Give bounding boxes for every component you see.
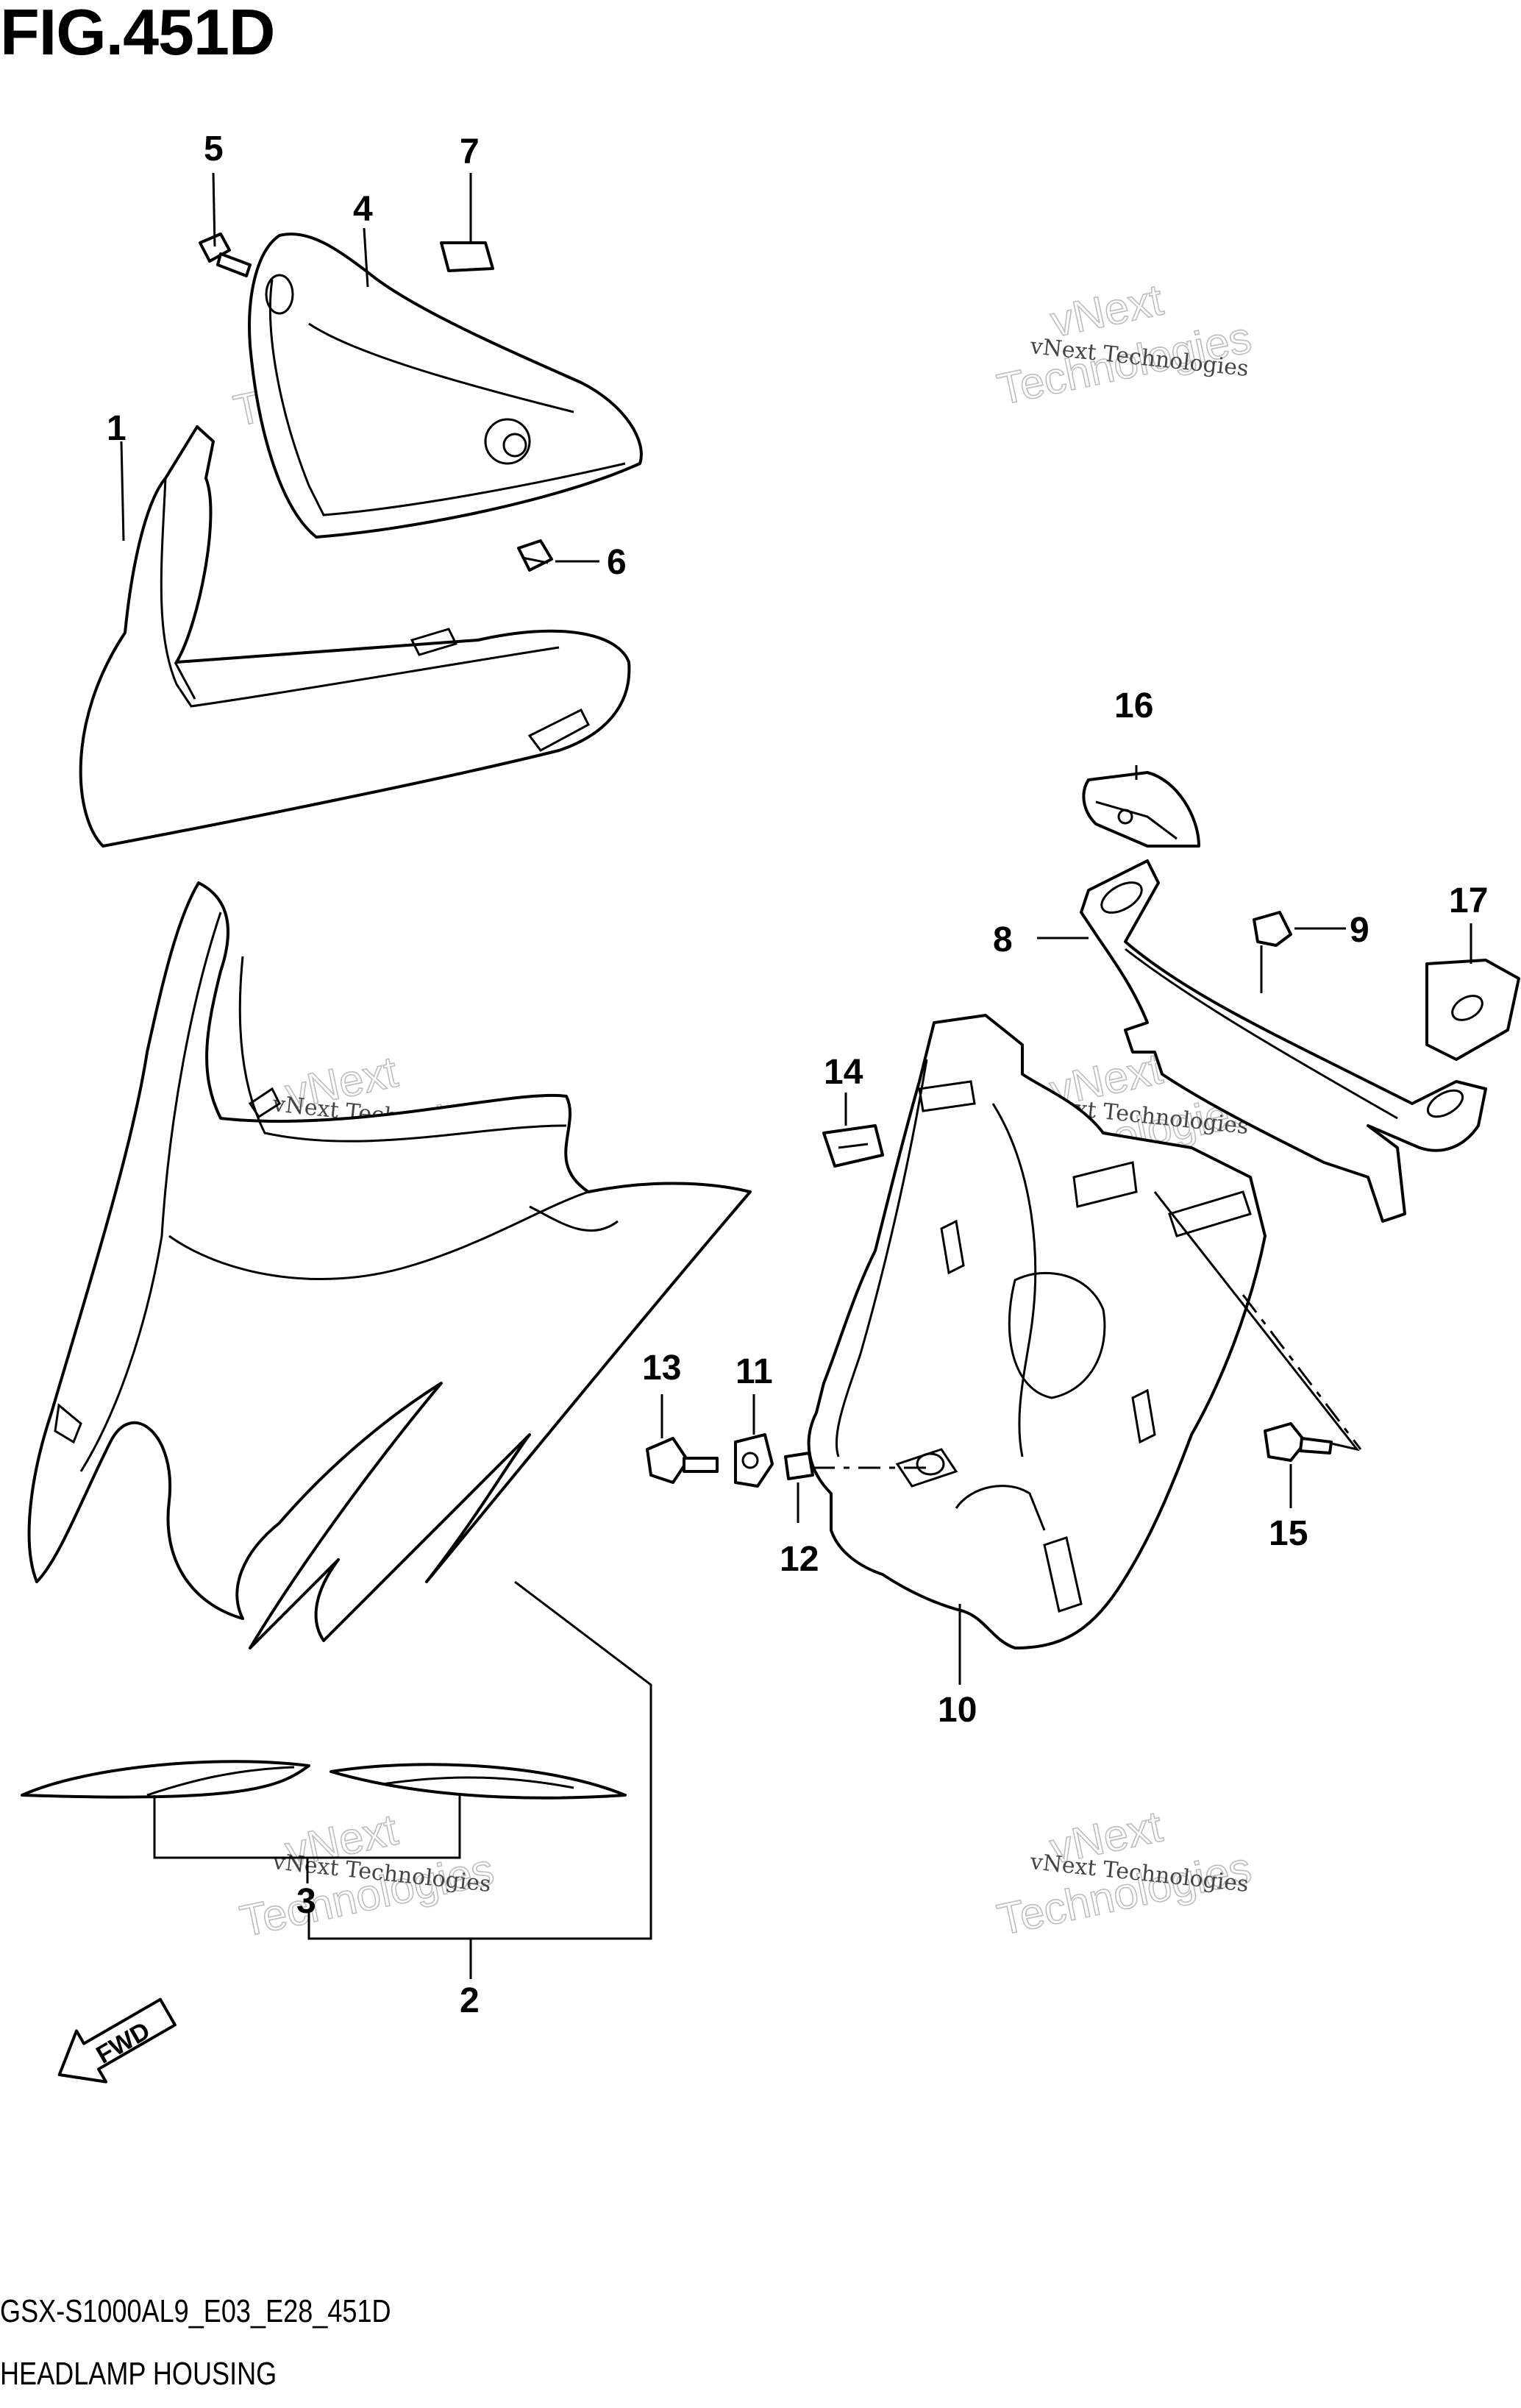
figure-code: GSX-S1000AL9_E03_E28_451D — [0, 2293, 391, 2329]
callout-5: 5 — [204, 129, 224, 168]
callout-9: 9 — [1350, 911, 1369, 950]
part-12-collar — [784, 1452, 814, 1480]
part-7-label — [440, 241, 494, 272]
callout-15: 15 — [1269, 1514, 1308, 1553]
part-9-pin — [1253, 911, 1292, 993]
part-1-lower-cover — [79, 425, 631, 848]
callout-4: 4 — [353, 190, 373, 229]
part-11-grommet — [734, 1433, 774, 1488]
part-14-nut — [822, 1124, 884, 1168]
callout-14: 14 — [824, 1053, 863, 1092]
callout-17: 17 — [1449, 881, 1488, 920]
part-10-headlamp-housing — [807, 1014, 1267, 1649]
part-3-decals — [21, 1760, 627, 1800]
part-6-clip — [517, 539, 553, 572]
figure-name: HEADLAMP HOUSING — [0, 2356, 277, 2392]
part-8-stay — [1080, 859, 1487, 1223]
part-16-cap — [1082, 771, 1200, 848]
figure-title: FIG.451D — [0, 0, 275, 68]
callout-10: 10 — [938, 1691, 977, 1730]
callout-2: 2 — [460, 1981, 480, 2020]
callout-3: 3 — [296, 1882, 316, 1921]
callout-7: 7 — [460, 132, 480, 171]
leader-lines — [120, 172, 1472, 1979]
callout-16: 16 — [1114, 686, 1153, 725]
callout-11: 11 — [735, 1352, 773, 1391]
callout-13: 13 — [642, 1349, 681, 1388]
callout-1: 1 — [107, 409, 127, 448]
part-13-bolt — [646, 1437, 719, 1484]
fwd-arrow: FWD — [57, 1997, 177, 2084]
part-15-bolt — [1264, 1422, 1333, 1462]
callout-12: 12 — [780, 1540, 819, 1579]
callout-6: 6 — [607, 543, 627, 582]
part-17-cap — [1425, 959, 1520, 1061]
callout-8: 8 — [993, 920, 1013, 959]
part-2-side-cowl — [27, 881, 752, 1649]
watermark-group-2: vNext Technologies — [993, 274, 1256, 415]
part-5-screw — [199, 232, 252, 277]
callout-numbers: 1 2 3 4 5 6 7 8 9 10 11 12 13 14 15 16 1… — [107, 129, 1488, 2020]
part-4-upper-cover — [248, 232, 643, 539]
